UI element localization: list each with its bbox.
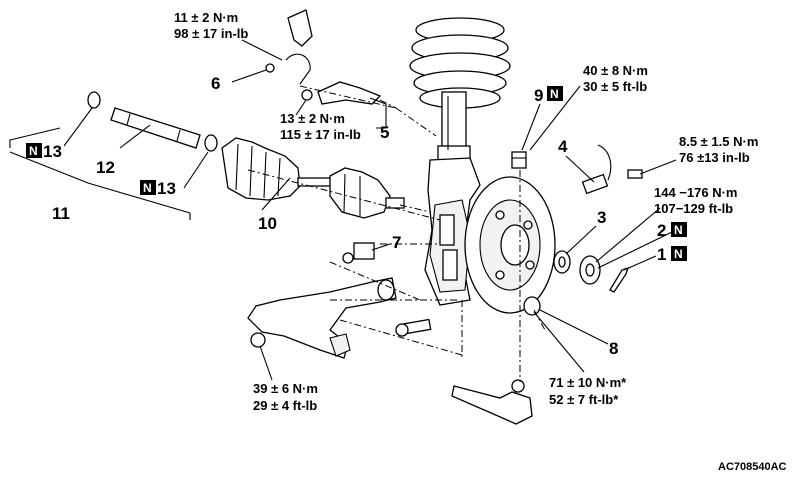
nut-8 [523, 296, 541, 316]
torque-4-inlb: 76 ±13 in-lb [679, 150, 750, 165]
torque-5-nm: 13 ± 2 N·m [280, 111, 345, 126]
torque-9-ftlb: 30 ± 5 ft-lb [583, 79, 647, 94]
torque-2-ftlb: 107−129 ft-lb [654, 201, 733, 216]
assembly-dashed-lines [247, 85, 546, 382]
callout-4: 4 [558, 137, 568, 156]
callout-numbers: 6 5 9 N 4 3 2 N 1 N 7 8 10 N 13 12 N 13 … [26, 74, 687, 358]
nut-lower-arm [250, 332, 266, 348]
torque-7-ftlb: 29 ± 4 ft-lb [253, 398, 317, 413]
callout-3: 3 [597, 208, 606, 227]
callout-9: 9 [534, 86, 543, 105]
torque-8-ftlb: 52 ± 7 ft-lb* [549, 392, 619, 407]
torque-specs: 11 ± 2 N·m 98 ± 17 in-lb 13 ± 2 N·m 115 … [174, 10, 758, 413]
callout-7: 7 [392, 233, 401, 252]
torque-9-nm: 40 ± 8 N·m [583, 63, 648, 78]
nut-9 [511, 151, 527, 169]
n-badge-1 [671, 246, 687, 261]
torque-4-nm: 8.5 ± 1.5 N·m [679, 134, 758, 149]
torque-5-inlb: 115 ± 17 in-lb [280, 127, 361, 142]
callout-2: 2 [657, 221, 666, 240]
n-badge-9-label: N [550, 87, 559, 101]
lower-arm [247, 277, 397, 359]
brake-disc-hub [464, 176, 556, 314]
callout-13a: 13 [43, 142, 62, 161]
callout-13b: 13 [157, 179, 176, 198]
hub-nut-2 [579, 255, 601, 285]
leader-lines [9, 39, 677, 381]
circlip-13a [87, 91, 101, 109]
speed-sensor-4 [581, 144, 643, 195]
bushing-7 [342, 242, 375, 264]
coil-spring [409, 17, 511, 109]
callout-12: 12 [96, 158, 115, 177]
callout-5: 5 [380, 123, 389, 142]
n-badge-9 [547, 86, 563, 101]
n-badge-13b-label: N [143, 181, 152, 195]
cotter-pin-1 [609, 266, 630, 293]
inner-shaft-12 [110, 107, 201, 149]
torque-2-nm: 144 −176 N·m [654, 185, 737, 200]
bracket-6 [265, 9, 313, 85]
torque-6-nm: 11 ± 2 N·m [174, 10, 238, 25]
circlip-13b [204, 134, 218, 152]
lower-arm-bolt [395, 318, 432, 337]
n-badge-2 [671, 222, 687, 237]
n-badge-2-label: N [674, 223, 683, 237]
torque-7-nm: 39 ± 6 N·m [253, 381, 318, 396]
n-badge-13a [26, 143, 42, 158]
n-badge-1-label: N [674, 247, 683, 261]
drive-shaft-10 [221, 137, 405, 219]
torque-8-nm: 71 ± 10 N·m* [549, 375, 627, 390]
clamp-5 [301, 81, 382, 105]
figure-code: AC708540AC [718, 461, 787, 473]
callout-1: 1 [657, 245, 666, 264]
callout-10: 10 [258, 214, 277, 233]
callout-11: 11 [52, 204, 70, 223]
callout-8: 8 [609, 339, 618, 358]
strut-assembly [437, 91, 471, 167]
n-badge-13a-label: N [29, 144, 38, 158]
n-badge-13b [140, 180, 156, 195]
tie-rod-end [451, 379, 533, 425]
steering-knuckle [424, 157, 481, 306]
torque-6-inlb: 98 ± 17 in-lb [174, 26, 248, 41]
callout-6: 6 [211, 74, 220, 93]
